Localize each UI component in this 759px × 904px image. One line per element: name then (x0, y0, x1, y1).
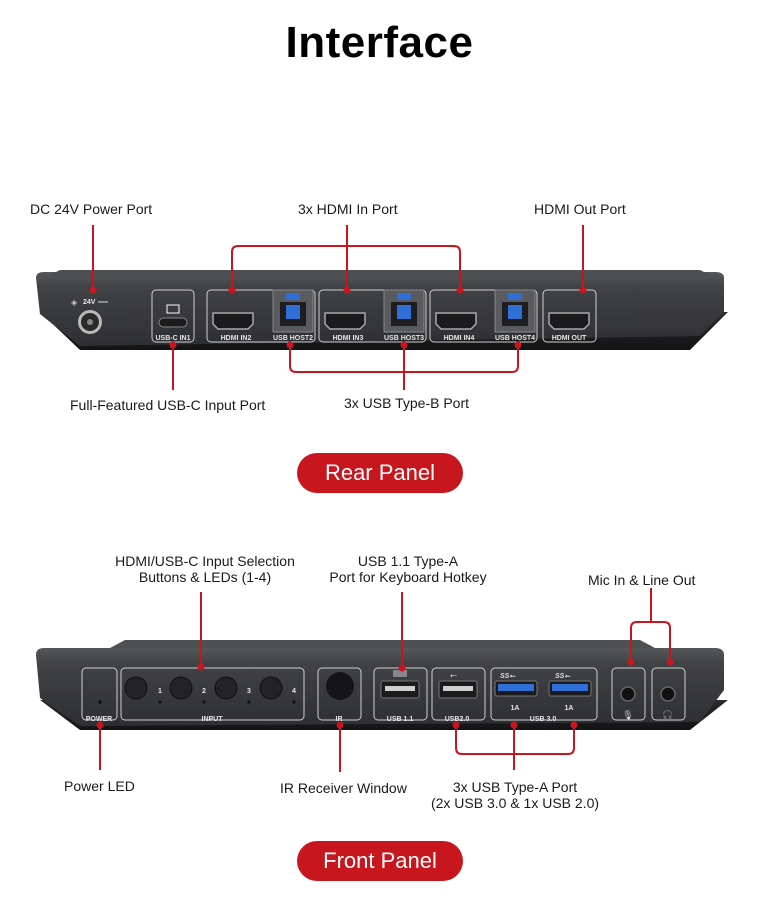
label-power-led: Power LED (64, 778, 135, 794)
btn4-number: 4 (292, 688, 296, 695)
usb-host4-port (508, 305, 522, 319)
power-voltage-text: 24V (83, 299, 96, 306)
hdmi-out-port (548, 312, 590, 330)
input-button-3[interactable] (214, 676, 238, 700)
label-usb-a-line1: 3x USB Type-A Port (452, 779, 578, 795)
power-led (98, 700, 102, 704)
hdmi-out-text: HDMI OUT (552, 335, 587, 342)
btn1-number: 1 (158, 688, 162, 695)
headphone-icon: 🎧 (662, 709, 673, 720)
label-usb11: USB 1.1 Type-A Port for Keyboard Hotkey (318, 553, 498, 585)
hdmi-in2-port (212, 312, 254, 330)
hdmi-in4-port (435, 312, 477, 330)
label-hdmi-out: HDMI Out Port (534, 201, 626, 217)
input-buttons-group: 1 2 3 4 INPUT (120, 667, 305, 723)
usb20-port (443, 686, 473, 691)
hdmi-in3-port (324, 312, 366, 330)
label-usb-c: Full-Featured USB-C Input Port (70, 397, 266, 413)
hdmi-in3-text: HDMI IN3 (333, 335, 364, 342)
port-group-2: HDMI IN2 USB HOST2 (206, 289, 316, 343)
usb30-current-b: 1A (565, 705, 574, 712)
rear-callout-dots (89, 286, 587, 349)
led-4 (292, 700, 296, 704)
hdmi-in2-text: HDMI IN2 (221, 335, 252, 342)
label-dc-power: DC 24V Power Port (30, 201, 153, 217)
label-usb11-line1: USB 1.1 Type-A (357, 553, 459, 569)
input-button-4[interactable] (259, 676, 283, 700)
usb-host2-text: USB HOST2 (273, 335, 313, 342)
front-panel-device: POWER 1 2 3 4 INPUT IR (36, 640, 728, 730)
input-button-1[interactable] (124, 676, 148, 700)
power-text: POWER (86, 716, 112, 723)
usb-host3-port (397, 305, 411, 319)
usb30-port-a (498, 684, 534, 691)
microphone-icon: 🎙 (622, 710, 633, 720)
laptop-icon (166, 304, 180, 314)
usb30-group: SS⭠ SS⭠ 1A 1A USB 3.0 (490, 667, 598, 723)
hdmi-out-group: HDMI OUT (542, 289, 597, 343)
usb11-group: USB 1.1 (373, 667, 428, 723)
keyboard-icon (393, 670, 407, 677)
usb-host4-text: USB HOST4 (495, 335, 535, 342)
usb-host2-port (286, 305, 300, 319)
power-led-group: POWER (81, 667, 118, 723)
usb-trident-icon: ⭠ (450, 670, 457, 680)
led-1 (158, 700, 162, 704)
usb-host3-text: USB HOST3 (384, 335, 424, 342)
power-polarity-icon: ◈ (71, 298, 78, 307)
page-title: Interface (285, 18, 474, 67)
rear-panel-device: 24V ◈ USB-C IN1 HDMI IN2 USB HOST2 (36, 270, 728, 350)
btn3-number: 3 (247, 688, 251, 695)
rear-device-body (36, 272, 724, 346)
ss-usb-icon-a: SS⭠ (500, 673, 516, 680)
mic-in-jack (620, 686, 636, 702)
label-input-buttons-line1: HDMI/USB-C Input Selection (115, 553, 295, 569)
label-usb11-line2: Port for Keyboard Hotkey (329, 569, 487, 585)
ir-receiver-window (326, 672, 354, 700)
label-usb-a: 3x USB Type-A Port (2x USB 3.0 & 1x USB … (420, 779, 610, 811)
rear-panel-badge: Rear Panel (297, 453, 463, 493)
ss-usb-icon-b: SS⭠ (555, 673, 571, 680)
usb30-text: USB 3.0 (530, 716, 557, 723)
input-button-2[interactable] (169, 676, 193, 700)
label-hdmi-in: 3x HDMI In Port (298, 201, 398, 217)
label-ir: IR Receiver Window (280, 780, 407, 796)
audio-group: 🎙 🎧 (611, 667, 686, 721)
line-out-jack (660, 686, 676, 702)
usb20-group: ⭠ USB2.0 (431, 667, 486, 723)
ir-text: IR (336, 716, 343, 723)
input-text: INPUT (202, 716, 224, 723)
label-audio: Mic In & Line Out (588, 572, 696, 588)
usb20-text: USB2.0 (445, 716, 470, 723)
label-input-buttons: HDMI/USB-C Input Selection Buttons & LED… (100, 553, 310, 585)
usb30-port-b (552, 684, 588, 691)
led-2 (202, 700, 206, 704)
btn2-number: 2 (202, 688, 206, 695)
ir-group: IR (317, 667, 362, 723)
usb11-port (385, 686, 415, 691)
front-panel-badge: Front Panel (297, 841, 463, 881)
usb-c-in1-text: USB-C IN1 (155, 335, 190, 342)
front-callout-lines (99, 588, 671, 772)
led-3 (247, 700, 251, 704)
port-group-3: HDMI IN3 USB HOST3 (318, 289, 427, 343)
front-callout-dots (96, 658, 674, 729)
label-input-buttons-line2: Buttons & LEDs (1-4) (138, 569, 272, 585)
dc-power-jack: 24V ◈ (71, 298, 108, 334)
port-group-4: HDMI IN4 USB HOST4 (429, 289, 538, 343)
rear-callout-lines (92, 225, 584, 390)
hdmi-in4-text: HDMI IN4 (444, 335, 475, 342)
usb30-current-a: 1A (511, 705, 520, 712)
label-usb-a-line2: (2x USB 3.0 & 1x USB 2.0) (430, 795, 600, 811)
usb11-text: USB 1.1 (387, 716, 414, 723)
label-usb-b: 3x USB Type-B Port (344, 395, 470, 411)
